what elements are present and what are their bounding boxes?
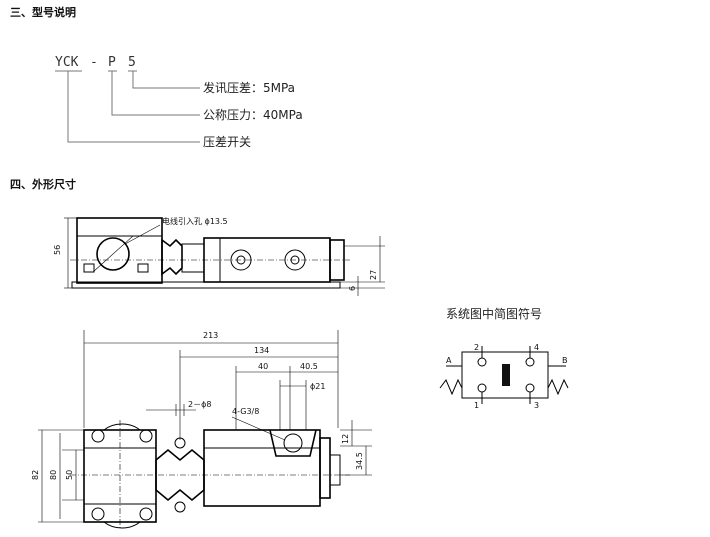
symbol-title: 系统图中简图符号 (446, 306, 542, 321)
label-pressure-diff: 发讯压差：5MPa (203, 80, 295, 95)
cable-entry-label: 电线引入孔 ϕ13.5 (162, 216, 228, 226)
dim-total-213: 213 (203, 331, 218, 340)
cable-entry-circle (96, 237, 130, 271)
main-body-top (203, 429, 321, 507)
dim-40: 40 (258, 362, 268, 371)
spring-right (547, 378, 569, 396)
model-part-5: 5 (128, 55, 136, 70)
port-section (269, 429, 317, 457)
top-view: 213 134 40 40.5 ϕ21 2－ϕ8 4-G3/8 (31, 330, 372, 530)
main-body (203, 237, 331, 283)
port-3-label: 3 (534, 401, 539, 410)
label-switch: 压差开关 (203, 135, 251, 149)
dim-34-5: 34.5 (355, 452, 364, 470)
port-4-label: 4 (534, 343, 539, 352)
label-nominal-pressure: 公称压力：40MPa (203, 108, 303, 122)
dim-134: 134 (254, 346, 269, 355)
dimension-section-title: 四、外形尺寸 (10, 178, 76, 191)
model-section-title: 三、型号说明 (10, 6, 76, 19)
side-view: 电线引入孔 ϕ13.5 56 27 6 (53, 216, 385, 296)
switch-element (502, 364, 510, 386)
leader-switch (67, 71, 200, 143)
model-code: YCK - P 5 发讯压差：5MPa 公称压力：40MPa 压差开关 (55, 55, 303, 149)
dim-height-56: 56 (53, 245, 62, 255)
dim-phi21: ϕ21 (310, 382, 325, 391)
dim-12: 12 (341, 434, 350, 444)
connector-nut (161, 238, 183, 276)
spring-left (439, 378, 463, 396)
dim-82: 82 (31, 470, 40, 480)
dim-2-phi8: 2－ϕ8 (188, 400, 211, 409)
junction-box (76, 217, 163, 284)
symbol-box (461, 351, 549, 399)
port-2-label: 2 (474, 343, 479, 352)
leader-pressure-diff (132, 71, 200, 89)
port-a-label: A (446, 356, 452, 365)
base-plate (71, 281, 341, 289)
end-cap (329, 239, 345, 281)
dim-40-5: 40.5 (300, 362, 318, 371)
model-part-yck: YCK (55, 55, 79, 70)
leader-nominal-pressure (111, 71, 200, 116)
dim-80: 80 (49, 470, 58, 480)
dim-base-6: 6 (348, 286, 357, 291)
dim-thread-g38: 4-G3/8 (232, 407, 259, 416)
dim-50: 50 (65, 470, 74, 480)
port-b-label: B (562, 356, 568, 365)
model-part-dash: - (90, 55, 98, 70)
model-part-p: P (108, 55, 116, 70)
dim-right-27: 27 (369, 270, 378, 280)
hydraulic-symbol: 系统图中简图符号 A B 2 4 1 3 (439, 306, 569, 410)
port-1-label: 1 (474, 401, 479, 410)
